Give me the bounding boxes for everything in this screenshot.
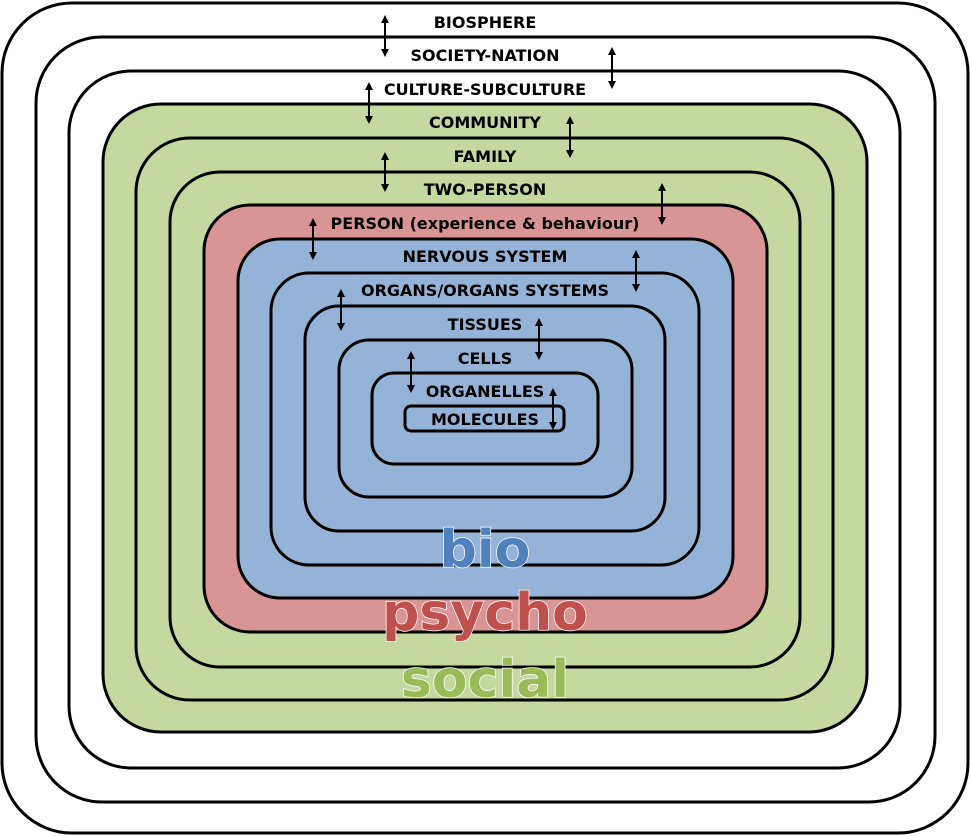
level-label-two-person: TWO-PERSON [424,180,547,199]
level-label-organs: ORGANS/ORGANS SYSTEMS [361,281,609,300]
level-label-tissues: TISSUES [448,315,523,334]
level-label-molecules: MOLECULES [431,410,539,429]
domain-label-psycho: psycho [382,583,588,643]
level-label-family: FAMILY [454,147,517,166]
level-label-biosphere: BIOSPHERE [434,13,537,32]
level-label-society-nation: SOCIETY-NATION [411,46,560,65]
level-labels: BIOSPHERE SOCIETY-NATION CULTURE-SUBCULT… [331,13,640,429]
domain-label-bio: bio [440,520,531,580]
level-label-person: PERSON (experience & behaviour) [331,214,640,233]
level-label-cells: CELLS [458,349,513,368]
domain-label-social: social [401,650,569,710]
level-label-organelles: ORGANELLES [426,382,545,401]
level-label-community: COMMUNITY [429,113,541,132]
level-arrows [309,15,666,430]
level-box [403,404,566,433]
level-label-culture-subculture: CULTURE-SUBCULTURE [384,80,586,99]
level-label-nervous-system: NERVOUS SYSTEM [403,247,568,266]
